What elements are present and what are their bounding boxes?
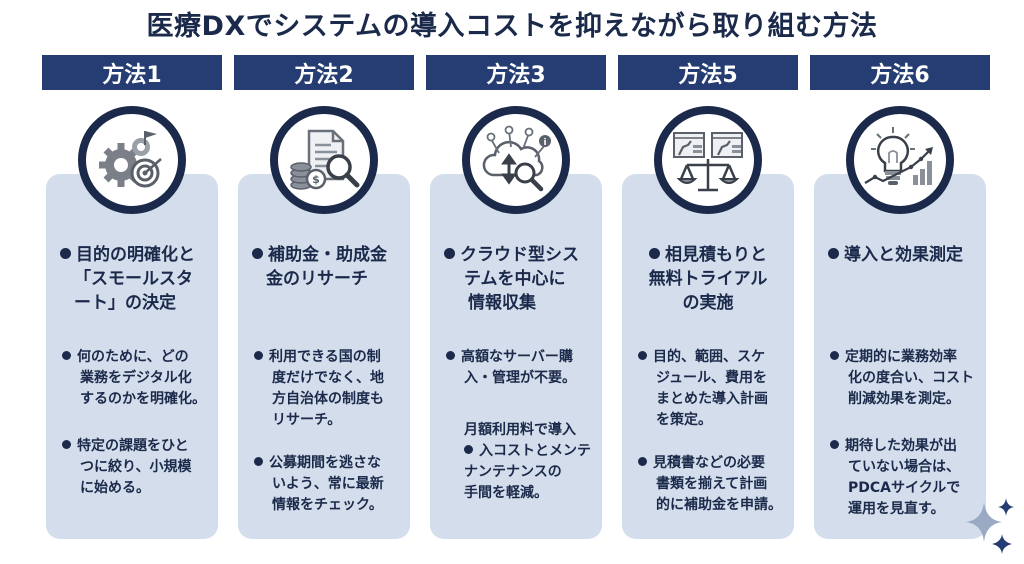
method-column-3: 方法3 i クラウド型システムを中心に情報収集 高額なサーバー購 入・管理が不要… [426,55,606,539]
svg-text:i: i [543,138,546,148]
method-card [238,174,410,539]
method-title: 目的の明確化と「スモールスタート」の決定 [60,243,210,315]
method-column-2: 方法2 $ 補助金・助成金金のリサーチ 利用できる国の制 度だけでなく、地 方自… [234,55,414,539]
method-title: 導入と効果測定 [828,243,978,267]
method-bullet: 特定の課題をひと つに絞り、小規模 に始める。 [62,436,212,499]
method-card [430,174,602,539]
method-title: 補助金・助成金金のリサーチ [252,243,402,291]
method-bullet: 定期的に業務効率 化の度合い、コスト 削減効果を測定。 [830,347,980,410]
method-bullet: 高額なサーバー購 入・管理が不要。 [446,347,596,389]
gear-target-icon [78,106,186,214]
method-bullet: 期待した効果が出 ていない場合は、 PDCAサイクルで 運用を見直す。 [830,436,980,520]
method-bullet: 目的、範囲、スケ ジュール、費用を まとめた導入計画 を策定。 [638,347,788,431]
lightbulb-growth-icon [846,106,954,214]
method-card [46,174,218,539]
method-column-1: 方法1 目的の明確化と「スモールスタート」の決定 何のために、どの [42,55,222,539]
method-bullet: 利用できる国の制 度だけでなく、地 方自治体の制度も リサーチ。 [254,347,404,431]
method-title: クラウド型システムを中心に情報収集 [444,243,594,315]
method-bullet: 公募期間を逃さな いよう、常に最新 情報をチェック。 [254,453,404,516]
method-header: 方法3 [426,55,606,90]
method-bullet: 月額利用料で導入 入コストとメンテ ナンテナンスの 手間を軽減。 [464,422,591,501]
page-title: 医療DXでシステムの導入コストを抑えながら取り組む方法 [146,11,878,42]
cloud-search-icon: i [462,106,570,214]
method-header: 方法6 [810,55,990,90]
document-coins-search-icon: $ [270,106,378,214]
method-header: 方法2 [234,55,414,90]
method-bullet: 何のために、どの 業務をデジタル化 するのかを明確化。 [62,347,212,410]
method-title: 相見積もりと無料トライアルの実施 [648,245,768,313]
method-card [622,174,794,539]
method-header: 方法1 [42,55,222,90]
svg-text:$: $ [312,173,320,186]
method-header: 方法5 [618,55,798,90]
scale-compare-icon [654,106,762,214]
sparkle-icon [966,498,1014,554]
method-column-5: 方法5 相見積もりと無料トライアルの [618,55,798,539]
method-column-6: 方法6 導入と効果測定 定期的に業務効率 化の度合い、コスト [810,55,990,539]
method-bullet: 見積書などの必要 書類を揃えて計画 的に補助金を申請。 [638,453,798,516]
method-card [814,174,986,539]
